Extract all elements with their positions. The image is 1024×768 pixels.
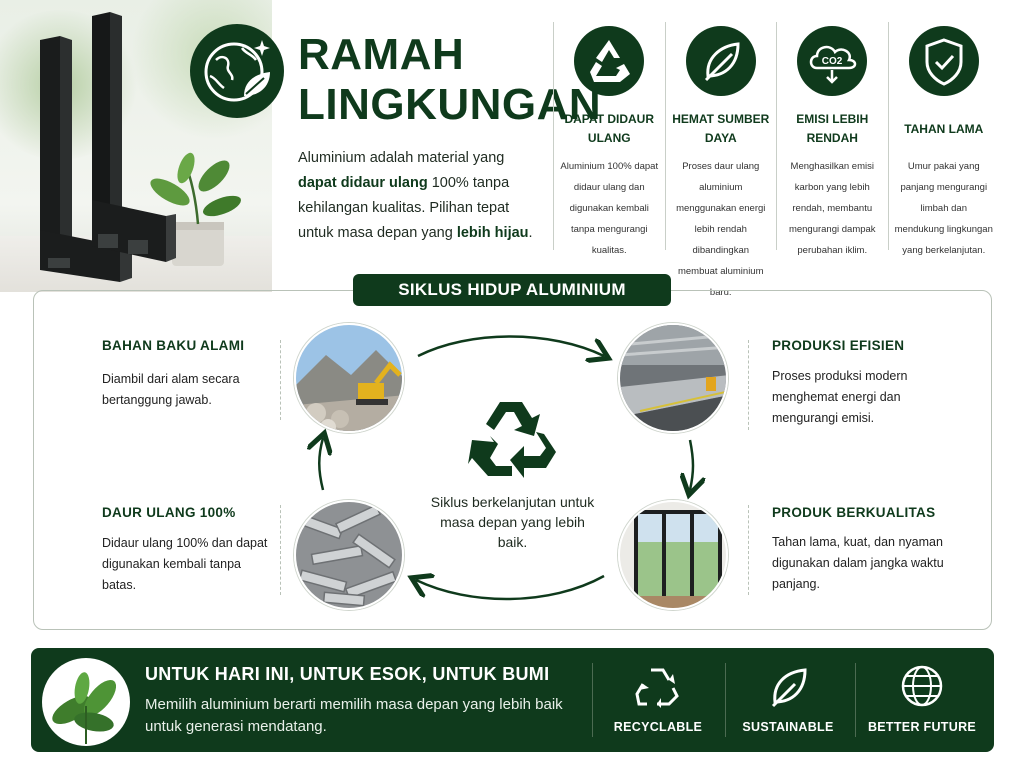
svg-text:CO2: CO2: [822, 56, 843, 67]
feature-desc: Proses daur ulang aluminium menggunakan …: [676, 161, 766, 298]
feature-desc: Aluminium 100% dapat didaur ulang dan di…: [560, 161, 659, 256]
feature-desc: Menghasilkan emisi karbon yang lebih ren…: [788, 161, 876, 256]
feature-emission: CO2 EMISI LEBIH RENDAH Menghasilkan emis…: [776, 22, 888, 256]
factory-photo: [618, 323, 728, 433]
badge-recyclable: RECYCLABLE: [598, 664, 718, 734]
badge-label: SUSTAINABLE: [742, 720, 834, 734]
stage-title-recycle: DAUR ULANG 100%: [102, 505, 236, 520]
footer-title: UNTUK HARI INI, UNTUK ESOK, UNTUK BUMI: [145, 664, 550, 684]
intro-paragraph: Aluminium adalah material yang dapat did…: [298, 150, 533, 241]
leaf-photo: [42, 658, 130, 746]
divider: [592, 663, 593, 737]
badge-better-future: BETTER FUTURE: [862, 664, 982, 734]
globe-icon: [901, 665, 943, 707]
footer-desc: Memilih aluminium berarti memilih masa d…: [145, 696, 563, 735]
earth-leaf-icon: [190, 24, 284, 118]
feature-recyclable: DAPAT DIDAUR ULANG Aluminium 100% dapat …: [553, 22, 665, 256]
footer-banner: [31, 648, 994, 752]
divider: [725, 663, 726, 737]
recycle-icon: [574, 26, 645, 96]
recycle-icon: [635, 668, 679, 708]
mining-photo: [294, 323, 404, 433]
cycle-center-text: Siklus berkelanjutan untuk masa depan ya…: [430, 494, 595, 550]
shield-check-icon: [908, 26, 979, 96]
feature-desc: Umur pakai yang panjang mengurangi limba…: [894, 161, 993, 256]
divider: [280, 505, 281, 595]
window-product-photo: [618, 500, 728, 610]
leaf-icon: [771, 668, 807, 708]
stage-desc-production: Proses produksi modern menghemat energi …: [772, 369, 908, 425]
badge-label: RECYCLABLE: [613, 720, 703, 734]
page-title: RAMAH LINGKUNGAN: [298, 30, 602, 129]
leaf-icon: [685, 26, 756, 96]
scrap-aluminium-photo: [294, 500, 404, 610]
feature-list: DAPAT DIDAUR ULANG Aluminium 100% dapat …: [553, 22, 1000, 298]
stage-desc-recycle: Didaur ulang 100% dan dapat digunakan ke…: [102, 536, 268, 592]
feature-durable: TAHAN LAMA Umur pakai yang panjang mengu…: [887, 22, 1000, 256]
stage-title-raw: BAHAN BAKU ALAMI: [102, 338, 245, 353]
stage-desc-product: Tahan lama, kuat, dan nyaman digunakan d…: [772, 535, 944, 591]
feature-title: DAPAT DIDAUR ULANG: [564, 112, 655, 145]
feature-title: TAHAN LAMA: [904, 121, 984, 136]
divider: [280, 340, 281, 420]
lifecycle-label: SIKLUS HIDUP ALUMINIUM: [353, 274, 671, 306]
feature-title: HEMAT SUMBER DAYA: [672, 112, 770, 145]
feature-title: EMISI LEBIH RENDAH: [796, 112, 869, 145]
divider: [748, 505, 749, 595]
feature-resources: HEMAT SUMBER DAYA Proses daur ulang alum…: [664, 22, 777, 298]
co2-cloud-icon: CO2: [797, 26, 868, 96]
badge-sustainable: SUSTAINABLE: [728, 664, 848, 734]
stage-title-product: PRODUK BERKUALITAS: [772, 505, 936, 520]
divider: [748, 340, 749, 430]
recycle-icon: [468, 402, 556, 478]
stage-desc-raw: Diambil dari alam secara bertanggung jaw…: [102, 372, 240, 407]
divider: [855, 663, 856, 737]
stage-title-production: PRODUKSI EFISIEN: [772, 338, 905, 353]
badge-label: BETTER FUTURE: [867, 720, 977, 734]
